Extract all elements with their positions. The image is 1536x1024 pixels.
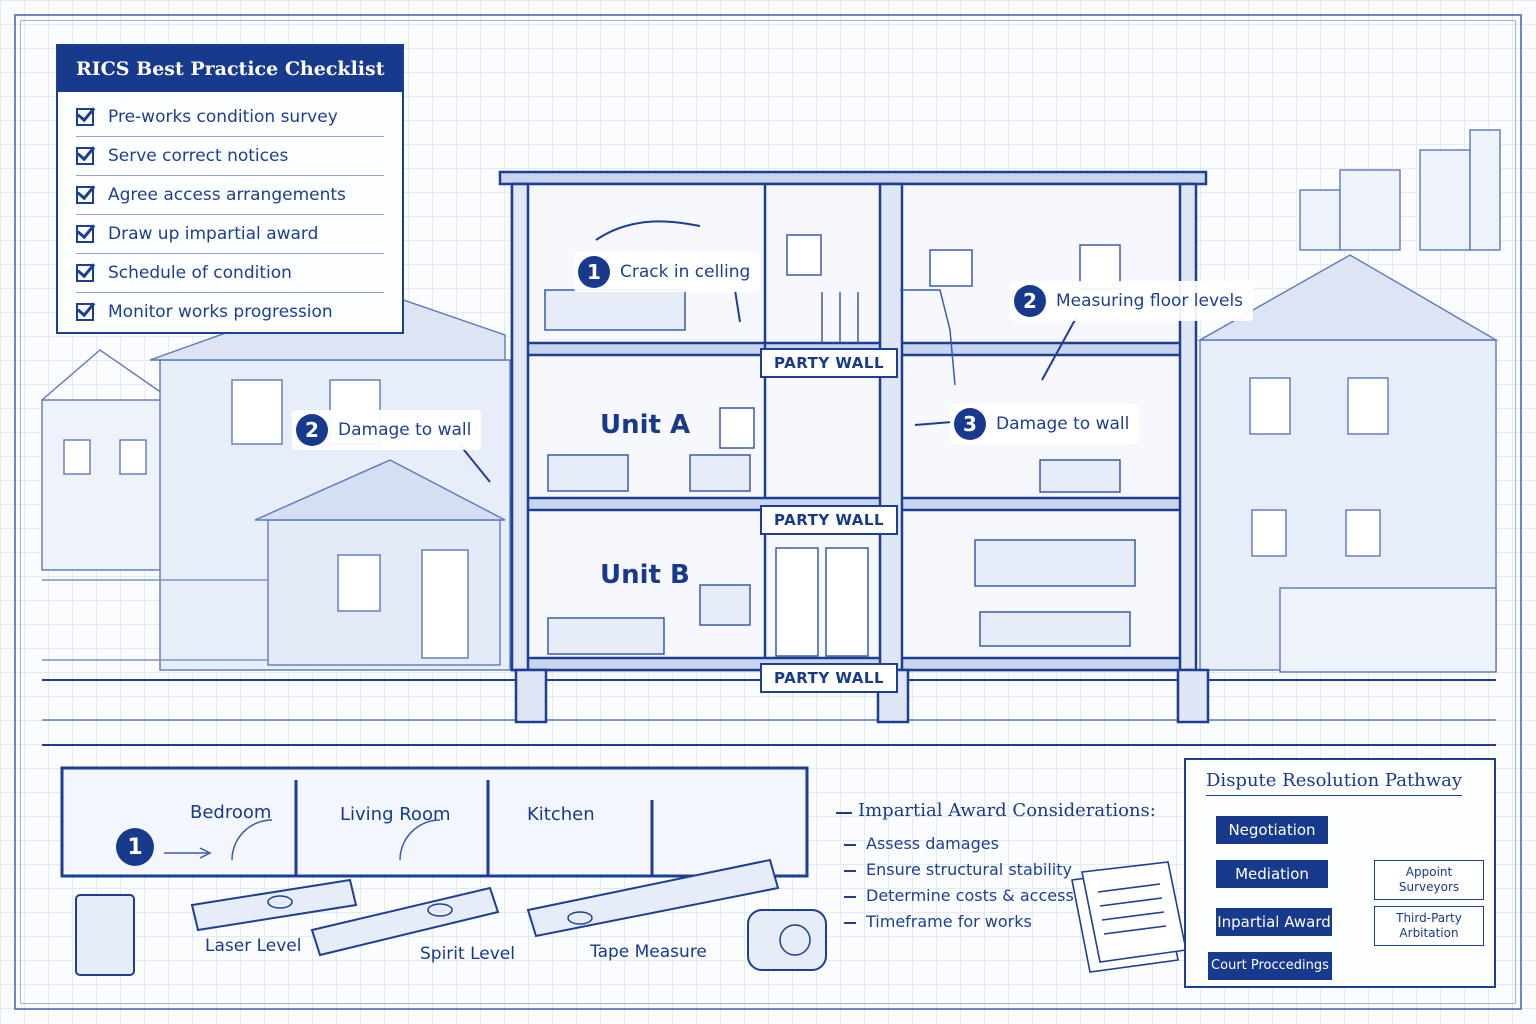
dispute-title: Dispute Resolution Pathway [1206, 770, 1463, 796]
checklist-title: RICS Best Practice Checklist [58, 46, 402, 92]
tool-label-spirit-level: Spirit Level [420, 944, 515, 964]
checklist-items: Pre-works condition survey Serve correct… [58, 98, 402, 331]
award-item: Assess damages [836, 831, 1156, 857]
callout-crack-in-ceiling: 1 Crack in celling [574, 252, 761, 292]
callout-text: Measuring floor levels [1056, 291, 1244, 311]
step-mediation: Mediation [1216, 860, 1328, 888]
checklist-item: Serve correct notices [76, 137, 384, 176]
callout-text: Damage to wall [996, 414, 1130, 434]
party-wall-label-middle: PARTY WALL [760, 505, 899, 535]
checkbox-checked-icon [76, 303, 94, 321]
callout-number: 1 [578, 256, 610, 288]
step-court-proceedings: Court Proccedings [1208, 952, 1332, 980]
callout-damage-to-wall-left: 2 Damage to wall [292, 410, 482, 450]
callout-text: Damage to wall [338, 420, 472, 440]
callout-number: 2 [1014, 285, 1046, 317]
callout-number: 2 [296, 414, 328, 446]
checklist-item: Schedule of condition [76, 254, 384, 293]
callout-number: 3 [954, 408, 986, 440]
checklist-item: Pre-works condition survey [76, 98, 384, 137]
award-considerations: Impartial Award Considerations: Assess d… [836, 800, 1156, 935]
rics-checklist-panel: RICS Best Practice Checklist Pre-works c… [56, 44, 404, 334]
callout-damage-to-wall-right: 3 Damage to wall [950, 404, 1140, 444]
callout-text: Crack in celling [620, 262, 751, 282]
floorplan-marker: 1 [116, 828, 154, 866]
room-label-bedroom: Bedroom [190, 802, 272, 823]
checklist-item: Monitor works progression [76, 293, 384, 331]
party-wall-label-upper: PARTY WALL [760, 348, 899, 378]
checkbox-checked-icon [76, 225, 94, 243]
party-wall-label-lower: PARTY WALL [760, 663, 899, 693]
checklist-item: Draw up impartial award [76, 215, 384, 254]
callout-measuring-floor-levels: 2 Measuring floor levels [1010, 281, 1254, 321]
checklist-item: Agree access arrangements [76, 176, 384, 215]
checkbox-checked-icon [76, 186, 94, 204]
step-impartial-award: Inpartial Award [1216, 908, 1332, 936]
unit-b-label: Unit B [600, 560, 690, 590]
dispute-resolution-panel: Dispute Resolution Pathway Negotiation M… [1184, 758, 1496, 988]
step-third-party-arbitration: Third-Party Arbitation [1374, 906, 1484, 946]
award-title: Impartial Award Considerations: [836, 800, 1156, 821]
step-appoint-surveyors: Appoint Surveyors [1374, 860, 1484, 900]
checkbox-checked-icon [76, 147, 94, 165]
tool-label-laser-level: Laser Level [205, 936, 302, 956]
checkbox-checked-icon [76, 108, 94, 126]
step-negotiation: Negotiation [1216, 816, 1328, 844]
tool-label-tape-measure: Tape Measure [590, 942, 707, 962]
room-label-kitchen: Kitchen [527, 804, 595, 825]
room-label-living-room: Living Room [340, 804, 451, 825]
award-item: Determine costs & access [836, 883, 1156, 909]
award-item: Timeframe for works [836, 909, 1156, 935]
award-item: Ensure structural stability [836, 857, 1156, 883]
unit-a-label: Unit A [600, 410, 691, 440]
checkbox-checked-icon [76, 264, 94, 282]
